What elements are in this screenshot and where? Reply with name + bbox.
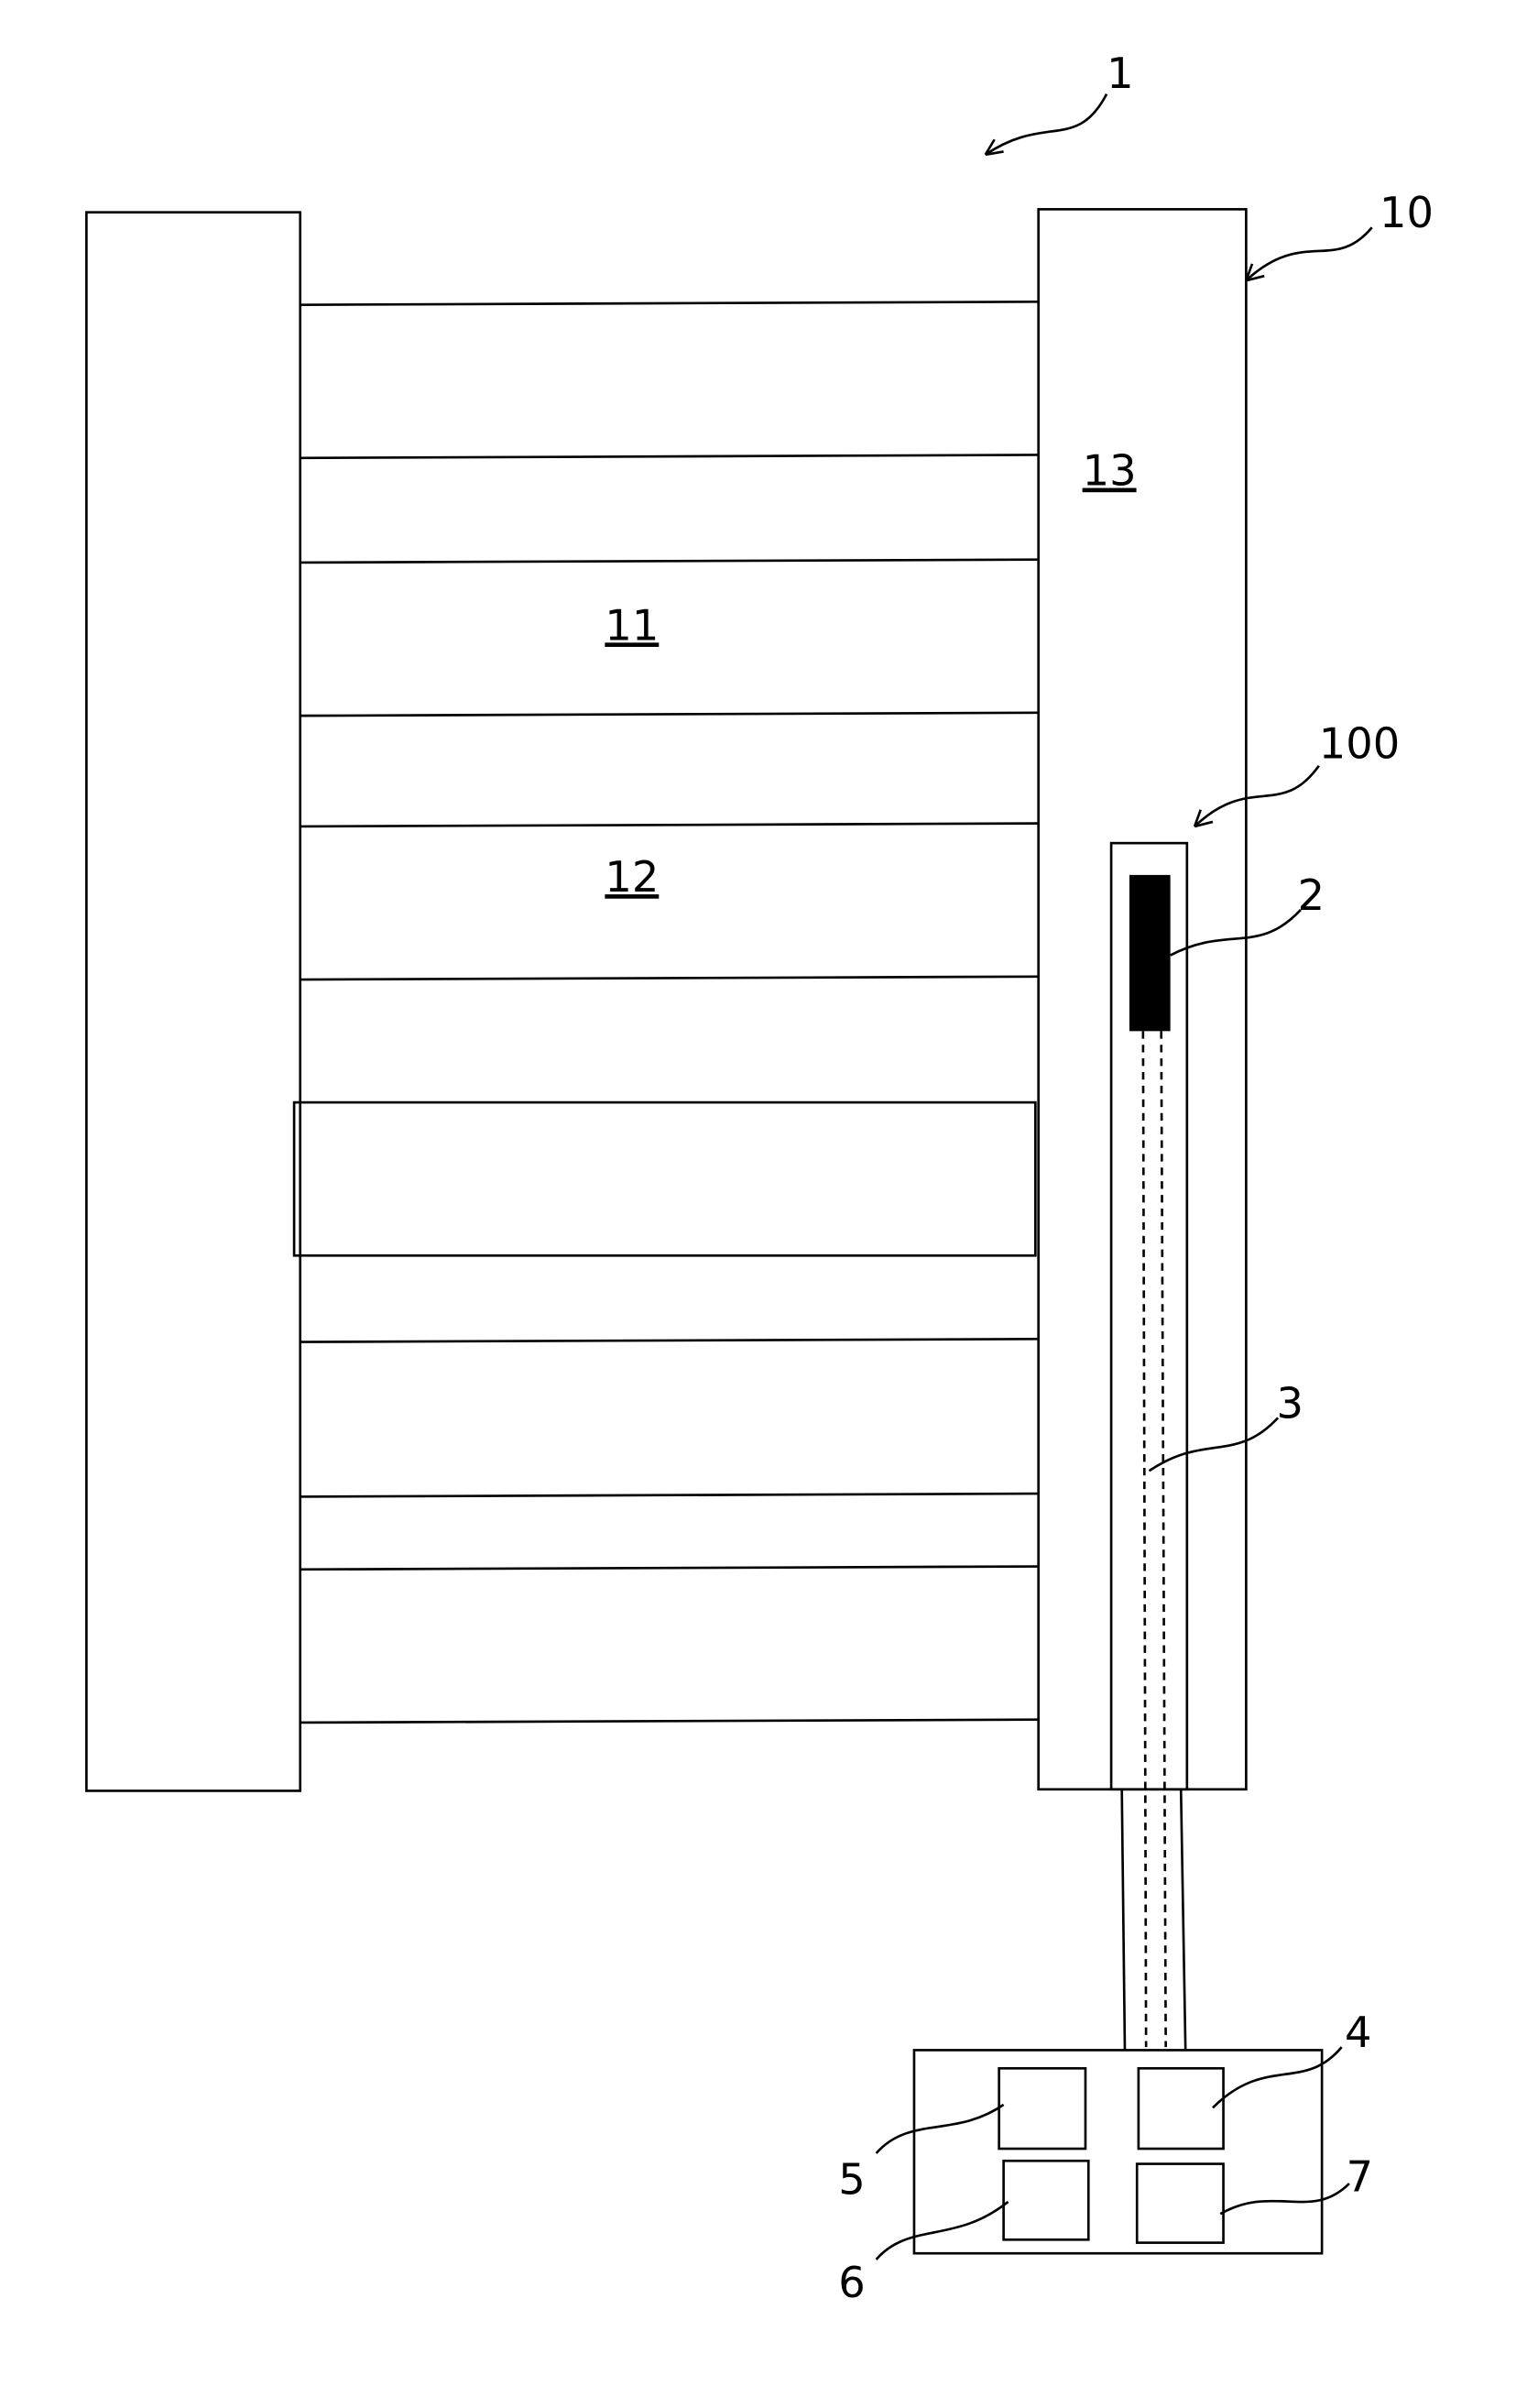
label-region-13: 13 (1083, 446, 1137, 496)
evaluation-unit (912, 2049, 1324, 2255)
middle-block (292, 1100, 1037, 1257)
horizontal-layers (300, 301, 1039, 1724)
cable-dash-right (1160, 1031, 1167, 2048)
label-mold-plate: 10 (1380, 188, 1434, 237)
label-unit: 4 (1345, 2008, 1371, 2057)
sensor-element (1129, 874, 1171, 1032)
label-region-11: 11 (605, 600, 659, 650)
cable-dash-left (1141, 1031, 1148, 2048)
left-plate (85, 211, 302, 1792)
label-sensor-assembly: 100 (1319, 718, 1400, 768)
module-4-box (1137, 2066, 1225, 2151)
label-module-6: 6 (838, 2258, 865, 2307)
leader-lines (875, 93, 1373, 2260)
label-device: 1 (1107, 49, 1133, 98)
label-module-5: 5 (838, 2155, 865, 2205)
module-7-box (1135, 2162, 1225, 2244)
label-region-12: 12 (605, 852, 659, 902)
module-6-box (1002, 2159, 1090, 2241)
label-cable: 3 (1276, 1378, 1303, 1428)
cable-sheath-left (1120, 1789, 1127, 2051)
label-module-7: 7 (1347, 2151, 1373, 2201)
label-sensor-element: 2 (1298, 870, 1325, 920)
sensor-housing (1109, 841, 1189, 1791)
module-5-box (998, 2066, 1087, 2151)
cable-sheath-right (1179, 1789, 1187, 2051)
